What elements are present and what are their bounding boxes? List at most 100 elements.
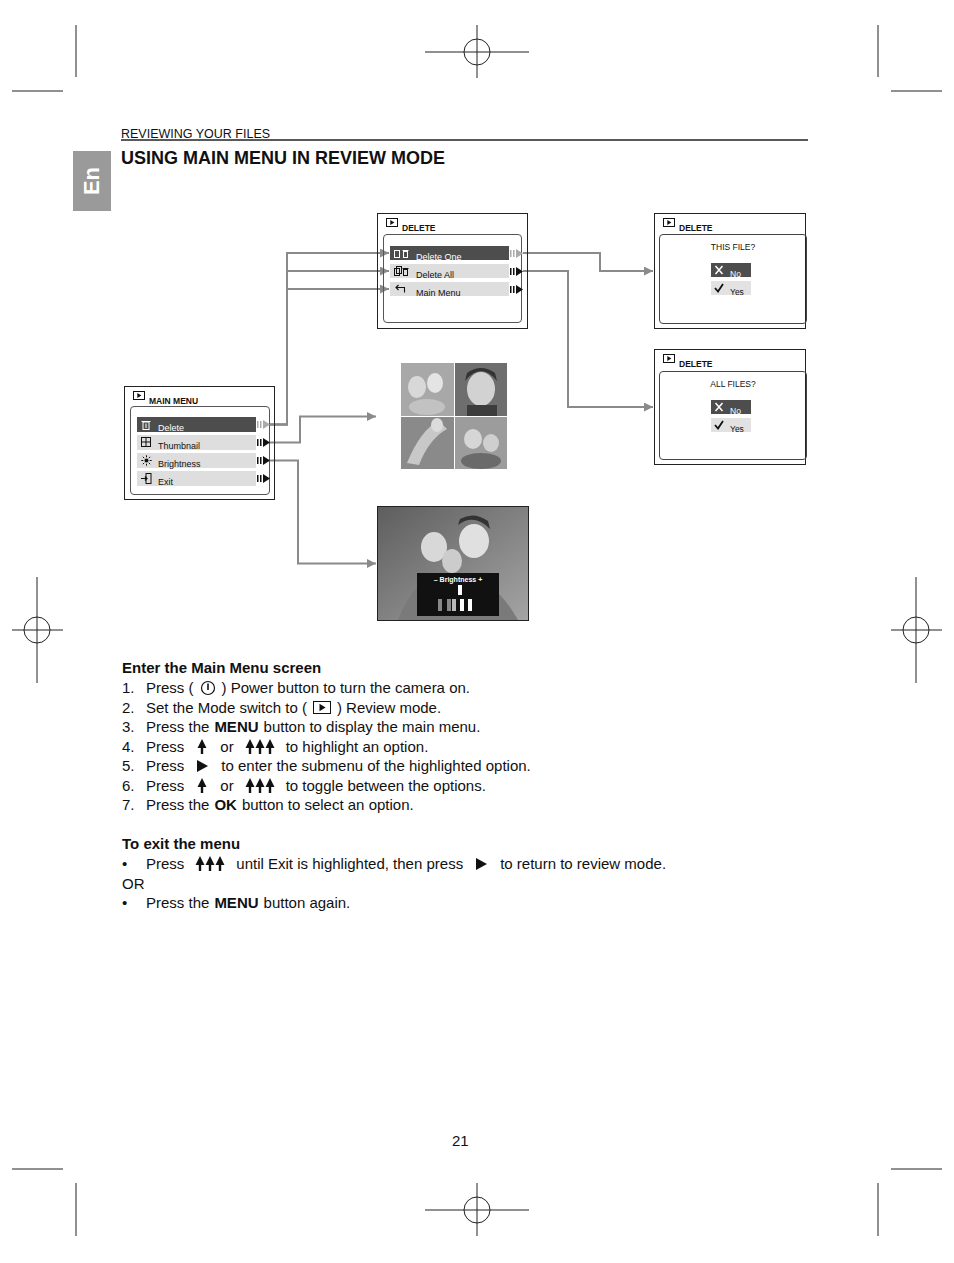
instruction-phrase: ) Review mode. [337,699,441,716]
instruction-text: Press or to toggle between the options. [146,777,486,794]
marrow-icon [257,420,270,429]
menu-item-bar: Main Menu [390,282,509,296]
hplay-icon [663,218,675,227]
screen-panel: DELETETHIS FILE?NoYes [654,213,806,329]
menu-item-bar: Delete [137,417,256,432]
x-icon [714,265,724,275]
up-button-symbol [197,778,207,793]
back-icon [394,284,406,294]
marrow-icon [257,456,270,465]
flow-arrow [523,253,653,271]
down-icon [245,778,275,793]
instruction-phrase: to return to review mode. [500,855,666,872]
right-button-symbol [476,858,487,870]
menu-item: Exit [137,471,270,486]
up-icon [197,778,207,793]
instruction-text: Pressto enter the submenu of the highlig… [146,757,531,774]
instruction-text: Set the Mode switch to ( ) Review mode. [146,699,441,716]
step-number: • [122,855,146,872]
all-icon [394,266,409,276]
node-text: THIS FILE? [660,242,806,253]
node-text: Brightness [158,457,201,471]
node-text: No [730,267,741,281]
choice-option: Yes [711,418,751,432]
instruction-phrase: OK [214,796,237,813]
menu-item: Delete One [390,246,523,260]
marrow-icon [257,438,270,447]
thumbnail-photos [377,359,527,472]
x-icon [714,402,724,412]
menu-item: Delete All [390,264,523,278]
step-number: 5. [122,757,146,774]
instruction-text: Press theMENUbutton again. [146,894,350,911]
label-holder: REVIEWING YOUR FILES [121,124,270,142]
play-button-symbol [313,701,331,714]
brightness-overlay: – Brightness + [417,573,499,616]
power-button-symbol [200,680,216,696]
power-icon [200,680,216,696]
brightness-screen: – Brightness + [377,506,529,621]
language-tab-text: En [79,167,105,195]
screen-title: DELETE [679,223,713,234]
instruction-phrase: button to display the main menu. [264,718,481,735]
instruction-line: 2.Set the Mode switch to ( ) Review mode. [122,698,441,717]
hplay-icon [663,354,675,363]
sun-icon [141,455,152,466]
instruction-phrase: to toggle between the options. [286,777,486,794]
node-text: Delete [158,421,184,435]
label-holder: 21 [452,1132,469,1150]
dialog-frame: THIS FILE?NoYes [659,234,807,324]
step-number: • [122,894,146,911]
node-text: Delete One [416,250,462,264]
right-icon [476,858,487,870]
instruction-phrase: Press ( [146,679,194,696]
choice-option: Yes [711,281,751,295]
grid-icon [141,437,151,447]
instruction-line: OR [122,874,146,893]
menu-item: Main Menu [390,282,523,296]
menu-item-bar: Delete All [390,264,509,278]
menu-item-bar: Brightness [137,453,256,468]
subheading: Enter the Main Menu screen [122,659,321,676]
crop-marks [12,25,942,1236]
thumbnail-screen [377,359,529,474]
instruction-phrase: Set the Mode switch to ( [146,699,307,716]
right-button-symbol [197,760,208,772]
screen-panel: MAIN MENUDeleteThumbnailBrightnessExit [124,386,275,500]
down-button-symbol [245,778,275,793]
step-number: OR [122,875,146,892]
instruction-line: 4.Pressorto highlight an option. [122,737,428,756]
node-text: Main Menu [416,286,461,300]
menu-item-bar: Thumbnail [137,435,256,450]
instruction-phrase: ) Power button to turn the camera on. [222,679,470,696]
screen-title: DELETE [679,359,713,370]
node-text: Delete All [416,268,454,282]
flow-arrow [523,271,653,407]
trash-icon [141,419,151,430]
instruction-phrase: Press [146,777,184,794]
instruction-line: 3.Press theMENUbutton to display the mai… [122,717,480,736]
choice-option: No [711,263,751,277]
instruction-text: Press ( ) Power button to turn the camera… [146,679,470,696]
step-number: 2. [122,699,146,716]
instruction-line: 1.Press ( ) Power button to turn the came… [122,678,470,697]
instruction-phrase: or [220,777,233,794]
language-tab [73,151,111,211]
screen-panel: DELETEALL FILES?NoYes [654,349,806,465]
instruction-phrase: button again. [264,894,351,911]
down-button-symbol [245,739,275,754]
flow-arrow [270,271,389,425]
up-icon [197,739,207,754]
dialog-frame: ALL FILES?NoYes [659,371,807,460]
node-text: ALL FILES? [660,379,806,390]
instruction-phrase: MENU [214,894,258,911]
node-text: Exit [158,475,173,489]
down-icon [245,739,275,754]
step-number: 6. [122,777,146,794]
label-holder: To exit the menu [122,835,240,853]
step-number: 1. [122,679,146,696]
exit-icon [141,473,152,484]
step-number: 7. [122,796,146,813]
step-number: 3. [122,718,146,735]
menu-item-bar: Exit [137,471,256,486]
